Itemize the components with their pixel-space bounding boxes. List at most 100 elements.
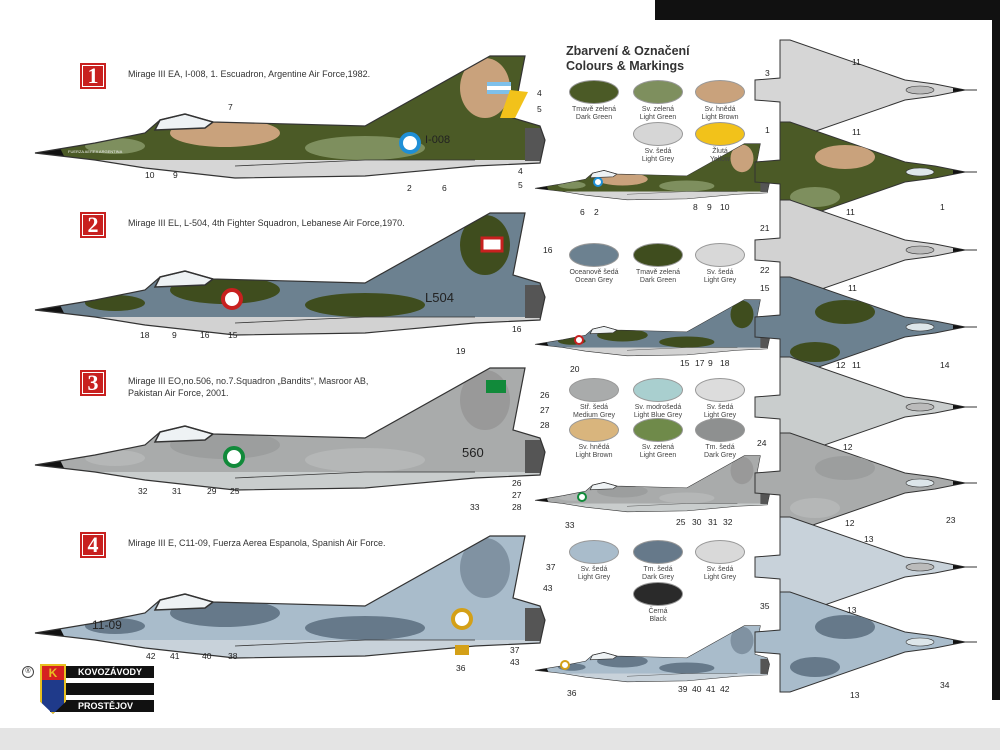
callout-number: 43 (543, 583, 553, 593)
callout-number: 2 (407, 183, 412, 193)
swatch-chip (569, 80, 619, 104)
callout-number: 40 (202, 651, 212, 661)
callout-number: 1 (940, 202, 945, 212)
callout-number: 39 (678, 684, 688, 694)
national-insignia-small (574, 335, 584, 345)
swatch-chip (569, 418, 619, 442)
top-view (754, 276, 977, 378)
callout-number: 25 (676, 517, 686, 527)
callout-number: 27 (540, 405, 550, 415)
swatch-label-cz: Sv. modrošedá (634, 404, 682, 411)
profile-title: Mirage III EO,no.506, no.7.Squadron „Ban… (128, 376, 369, 386)
callout-number: 7 (228, 102, 233, 112)
swatch-label-en: Light Grey (703, 574, 737, 581)
swatch-label-en: Light Grey (703, 277, 737, 284)
callout-number: 29 (207, 486, 217, 496)
callout-number: 5 (518, 180, 523, 190)
small-profile-3 (534, 455, 770, 513)
profile-number-badge: 3 (80, 370, 106, 396)
callout-number: 11 (846, 207, 855, 217)
swatch-label-en: Light Brown (575, 452, 613, 459)
swatch-label-en: Ocean Grey (575, 277, 613, 284)
callout-number: 16 (512, 324, 522, 334)
callout-number: 25 (230, 486, 240, 496)
profile-number: 3 (83, 372, 103, 394)
callout-number: 28 (512, 502, 522, 512)
callout-number: 5 (537, 104, 542, 114)
callout-number: 36 (456, 663, 466, 673)
swatch-chip (633, 80, 683, 104)
swatch-chip (695, 80, 745, 104)
bottom-view (754, 199, 977, 301)
profile-number: 1 (83, 65, 103, 87)
swatch-label-en: Dark Green (639, 277, 677, 284)
aircraft-serial: 11-09 (92, 618, 122, 632)
swatch-chip (633, 122, 683, 146)
national-insignia-small (577, 492, 587, 502)
swatch-label-cz: Sv. šedá (580, 566, 608, 573)
profile-number: 4 (83, 534, 103, 556)
callout-number: 8 (693, 202, 698, 212)
callout-number: 14 (940, 360, 950, 370)
callout-number: 24 (757, 438, 767, 448)
callout-number: 9 (707, 202, 712, 212)
callout-number: 11 (852, 57, 861, 67)
bottom-view (754, 39, 977, 141)
swatch-label-en: Light Brown (701, 114, 739, 121)
profile-title: Mirage III EA, I-008, 1. Escuadron, Arge… (128, 69, 371, 79)
side-profile-4 (34, 535, 546, 659)
callout-number: 23 (946, 515, 956, 525)
callout-number: 9 (708, 358, 713, 368)
aircraft-serial: L504 (425, 290, 454, 305)
callout-number: 36 (567, 688, 577, 698)
callout-number: 43 (510, 657, 520, 667)
callout-number: 18 (140, 330, 150, 340)
callout-number: 6 (442, 183, 447, 193)
small-profile-2 (534, 299, 770, 357)
callout-number: 6 (580, 207, 585, 217)
profile-title: Mirage III EL, L-504, 4th Fighter Squadr… (128, 218, 405, 228)
profile-title-line2: Pakistan Air Force, 2001. (128, 388, 229, 398)
callout-number: 13 (864, 534, 874, 544)
national-insignia (223, 446, 245, 468)
callout-number: 31 (172, 486, 182, 496)
callout-number: 15 (760, 283, 770, 293)
background-corner (655, 0, 1000, 20)
heading-english: Colours & Markings (566, 59, 685, 73)
callout-number: 11 (848, 283, 857, 293)
swatch-label-cz: Sv. zelená (641, 106, 675, 113)
callout-number: 12 (843, 442, 853, 452)
logo-band (50, 683, 154, 695)
callout-number: 10 (145, 170, 155, 180)
callout-number: 34 (940, 680, 950, 690)
swatch-label-en: Light Blue Grey (633, 412, 683, 419)
registered-mark: ® (22, 666, 34, 678)
swatch-chip (695, 243, 745, 267)
national-insignia-small (593, 177, 603, 187)
swatch-label-cz: Sv. šedá (644, 148, 672, 155)
callout-number: 4 (537, 88, 542, 98)
callout-number: 42 (720, 684, 730, 694)
swatch-label-cz: Sv. hnědá (578, 444, 610, 451)
callout-number: 12 (836, 360, 846, 370)
profile-number-badge: 2 (80, 212, 106, 238)
top-view (754, 432, 977, 534)
callout-number: 38 (228, 651, 238, 661)
swatch-label-cz: Oceanově šedá (569, 269, 619, 276)
swatch-label-cz: Sv. šedá (706, 269, 734, 276)
swatch-label-cz: Tm. šedá (643, 566, 673, 573)
callout-number: 9 (172, 330, 177, 340)
top-view (754, 591, 977, 693)
logo-brand-top: KOVOZÁVODY (50, 666, 154, 678)
